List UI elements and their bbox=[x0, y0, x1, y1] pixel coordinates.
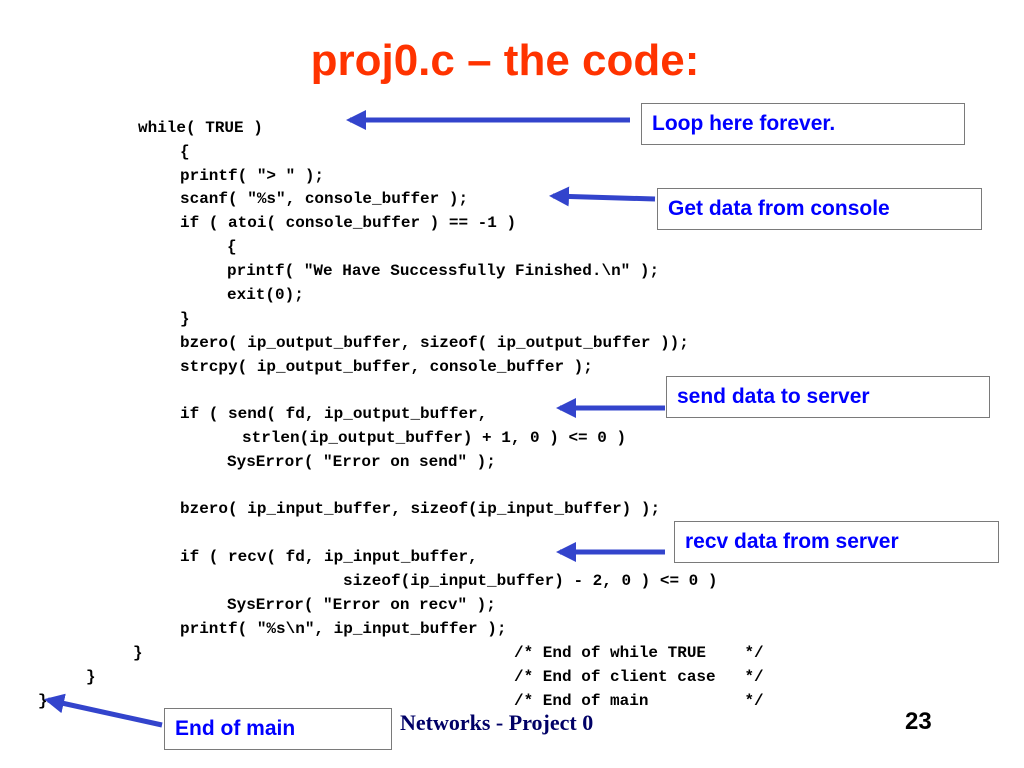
code-line: SysError( "Error on send" ); bbox=[227, 453, 496, 471]
code-line: strcpy( ip_output_buffer, console_buffer… bbox=[180, 358, 593, 376]
code-line: } bbox=[180, 310, 190, 328]
code-line: exit(0); bbox=[227, 286, 304, 304]
code-line: } bbox=[133, 644, 143, 662]
callout-main: End of main bbox=[164, 708, 392, 750]
callout-recv: recv data from server bbox=[674, 521, 999, 563]
code-line: bzero( ip_input_buffer, sizeof(ip_input_… bbox=[180, 500, 661, 518]
callout-console: Get data from console bbox=[657, 188, 982, 230]
code-line: if ( recv( fd, ip_input_buffer, bbox=[180, 548, 478, 566]
code-line: { bbox=[227, 238, 237, 256]
code-line: printf( "> " ); bbox=[180, 167, 325, 185]
callout-loop: Loop here forever. bbox=[641, 103, 965, 145]
code-line: scanf( "%s", console_buffer ); bbox=[180, 190, 469, 208]
page-number: 23 bbox=[905, 708, 932, 735]
code-line: { bbox=[180, 143, 190, 161]
code-comment: /* End of client case */ bbox=[514, 668, 764, 686]
code-line: } bbox=[38, 692, 48, 710]
code-line: if ( atoi( console_buffer ) == -1 ) bbox=[180, 214, 517, 232]
code-line: printf( "%s\n", ip_input_buffer ); bbox=[180, 620, 507, 638]
code-comment: /* End of main */ bbox=[514, 692, 764, 710]
code-line: sizeof(ip_input_buffer) - 2, 0 ) <= 0 ) bbox=[343, 572, 718, 590]
slide-title: proj0.c – the code: bbox=[310, 36, 700, 85]
code-line: bzero( ip_output_buffer, sizeof( ip_outp… bbox=[180, 334, 689, 352]
code-line: if ( send( fd, ip_output_buffer, bbox=[180, 405, 488, 423]
code-line: SysError( "Error on recv" ); bbox=[227, 596, 496, 614]
code-line: strlen(ip_output_buffer) + 1, 0 ) <= 0 ) bbox=[242, 429, 627, 447]
code-line: printf( "We Have Successfully Finished.\… bbox=[227, 262, 660, 280]
arrow-console bbox=[549, 186, 656, 207]
arrow-main bbox=[44, 693, 163, 728]
code-line: } bbox=[86, 668, 96, 686]
code-line: while( TRUE ) bbox=[138, 119, 263, 137]
slide-footer: Networks - Project 0 bbox=[400, 710, 594, 735]
code-comment: /* End of while TRUE */ bbox=[514, 644, 764, 662]
callout-send: send data to server bbox=[666, 376, 990, 418]
